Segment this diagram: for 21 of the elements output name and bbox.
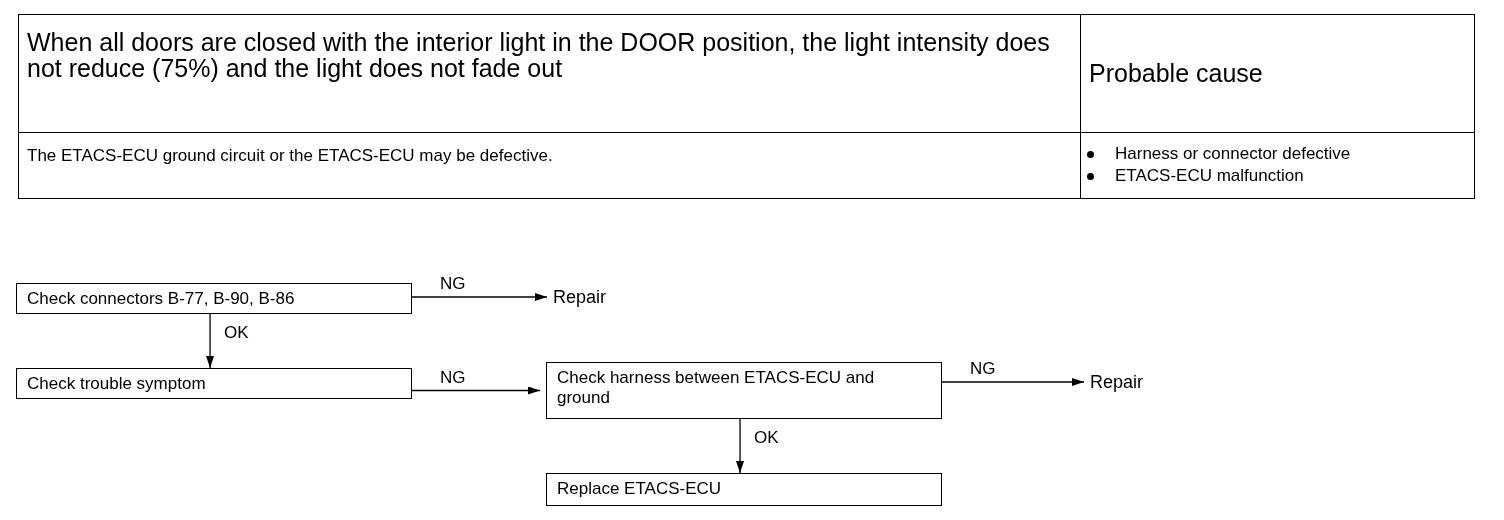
edge-label: NG: [970, 360, 996, 378]
edge-label: NG: [440, 368, 466, 387]
process-box: Check harness between ETACS-ECU and ground: [546, 362, 942, 419]
bullet-item: Harness or connector defective: [1081, 143, 1474, 165]
arrow: [411, 293, 548, 301]
arrow: [941, 378, 1085, 386]
edge-label: OK: [224, 324, 249, 342]
arrow: [206, 313, 215, 369]
table-header-cell: Probable cause: [1080, 14, 1475, 133]
arrow: [411, 386, 541, 395]
bullet-item: ETACS-ECU malfunction: [1081, 165, 1474, 187]
edge-label: OK: [754, 429, 779, 447]
edge-label: NG: [440, 275, 466, 293]
process-box: Replace ETACS-ECU: [546, 473, 942, 506]
arrow: [736, 418, 745, 474]
process-box: Check trouble symptom: [16, 368, 412, 399]
result-text: Repair: [1090, 372, 1144, 392]
table-header-cell: When all doors are closed with the interior light in the DOOR position, the light intensity does not reduce (75%) and the light does not fade out: [18, 14, 1081, 133]
process-box: Check connectors B-77, B-90, B-86: [16, 283, 412, 314]
table-cell: The ETACS-ECU ground circuit or the ETACS-ECU may be defective.: [18, 132, 1081, 199]
result-text: Repair: [553, 287, 607, 307]
